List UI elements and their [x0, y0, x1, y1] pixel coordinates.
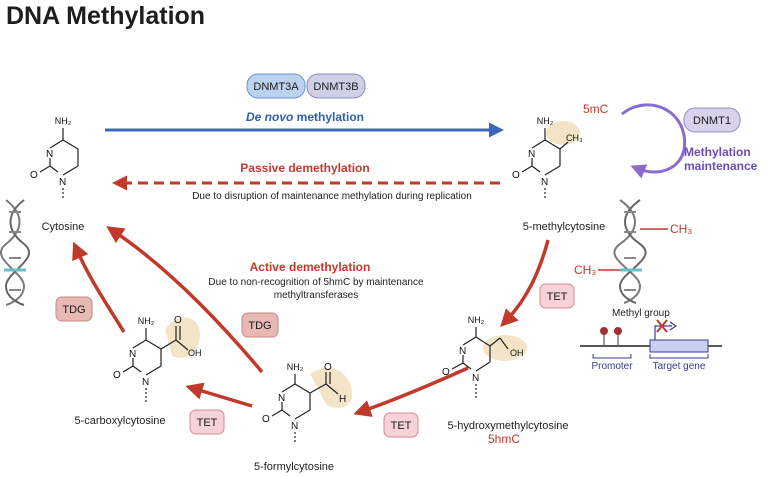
carboxyl-highlight [165, 317, 200, 358]
tdg-label-2: TDG [248, 320, 271, 332]
5mc-nh2: NH₂ [537, 116, 554, 126]
active-demethylation-desc-2: methyltransferases [274, 290, 358, 301]
5-methylcytosine-structure [521, 128, 569, 200]
5cac-nh2: NH₂ [138, 316, 155, 326]
tet-label-1: TET [547, 291, 568, 303]
legend-ch3-left: CH₃ [574, 263, 596, 277]
5hmc-abbrev: 5hmC [488, 432, 520, 446]
5-carboxylcytosine-label: 5-carboxylcytosine [74, 415, 165, 427]
tdg-label-1: TDG [62, 304, 85, 316]
passive-demethylation-title: Passive demethylation [240, 161, 369, 175]
cytosine-o: O [30, 170, 38, 181]
5fc-h: H [339, 394, 346, 405]
5fc-nh2: NH₂ [287, 362, 304, 372]
maintenance-label-2: maintenance [684, 159, 758, 173]
dnmt3b-label: DNMT3B [313, 81, 358, 93]
de-novo-label: De novo methylation [246, 110, 364, 124]
5mc-n1: N [541, 177, 548, 188]
target-gene-box [649, 339, 709, 353]
tdg-badge-2: TDG [241, 312, 279, 338]
5cac-n1: N [142, 377, 149, 388]
tet-label-2: TET [391, 420, 412, 432]
hydroxymethyl-highlight [483, 335, 527, 361]
tet-label-3: TET [197, 417, 218, 429]
active-demethylation-title: Active demethylation [250, 260, 371, 274]
5cac-o: O [174, 315, 182, 326]
dnmt1-label: DNMT1 [693, 115, 731, 127]
dnmt3a-label: DNMT3A [253, 81, 299, 93]
maintenance-cycle-arrow [621, 103, 687, 179]
5-formylcytosine-label: 5-formylcytosine [254, 461, 334, 473]
dnmt3b-badge: DNMT3B [306, 73, 366, 99]
maintenance-label-1: Methylation [684, 145, 751, 159]
arrow-5fc-to-5cac [185, 382, 253, 408]
tet-badge-3: TET [189, 409, 225, 435]
arrow-5cac-to-cytosine [72, 241, 126, 333]
5mc-n3: N [528, 149, 535, 160]
5hmc-nh2: NH₂ [468, 315, 485, 325]
5mc-o: O [512, 170, 520, 181]
5fc-n3: N [278, 393, 285, 404]
methyl-highlight [546, 121, 580, 145]
dnmt3a-badge: DNMT3A [246, 73, 306, 99]
tet-badge-2: TET [383, 412, 419, 438]
cytosine-label: Cytosine [42, 221, 85, 233]
target-gene-label: Target gene [653, 361, 706, 372]
dna-helix-left-icon [0, 199, 30, 306]
arrow-5hmc-to-5fc [353, 366, 469, 417]
cytosine-n3: N [46, 149, 53, 160]
5hmc-n3: N [459, 346, 466, 357]
5cac-n3: N [129, 349, 136, 360]
5fc-n1: N [291, 421, 298, 432]
cytosine-n1: N [59, 177, 66, 188]
5-carboxylcytosine-structure [122, 326, 189, 404]
5mc-ch3: CH₃ [566, 133, 583, 143]
cytosine-structure [39, 128, 79, 200]
arrow-5fc-to-cytosine [106, 226, 264, 374]
methyl-group-label: Methyl group [612, 308, 670, 319]
5hmc-o: O [442, 367, 450, 378]
active-demethylation-desc-1: Due to non-recognition of 5hmC by mainte… [208, 277, 424, 288]
legend-ch3-top: CH₃ [670, 222, 692, 236]
passive-demethylation-desc: Due to disruption of maintenance methyla… [192, 191, 472, 202]
5fc-o-formyl: O [324, 362, 332, 373]
cytosine-nh2: NH₂ [55, 116, 72, 126]
tdg-badge-1: TDG [55, 296, 93, 322]
5-hydroxymethylcytosine-label: 5-hydroxymethylcytosine [447, 420, 568, 432]
tet-badge-1: TET [539, 283, 575, 309]
5-formylcytosine-structure [271, 372, 339, 444]
5fc-o: O [262, 414, 270, 425]
methyl-lollipop-1 [600, 327, 608, 335]
5cac-oh: OH [188, 348, 202, 358]
5-hydroxymethylcytosine-structure [451, 327, 509, 398]
dnmt1-badge: DNMT1 [683, 107, 741, 133]
page-title: DNA Methylation [6, 2, 205, 30]
5hmc-n1: N [472, 373, 479, 384]
arrow-5mc-to-5hmc [500, 239, 550, 328]
gene-legend [580, 319, 722, 359]
5-methylcytosine-label: 5-methylcytosine [523, 221, 606, 233]
5cac-o-ring: O [113, 370, 121, 381]
promoter-label: Promoter [591, 361, 633, 372]
dna-helix-right-icon [613, 199, 647, 304]
5mc-abbrev: 5mC [583, 102, 609, 116]
5hmc-oh: OH [510, 348, 524, 358]
methyl-lollipop-2 [614, 327, 622, 335]
